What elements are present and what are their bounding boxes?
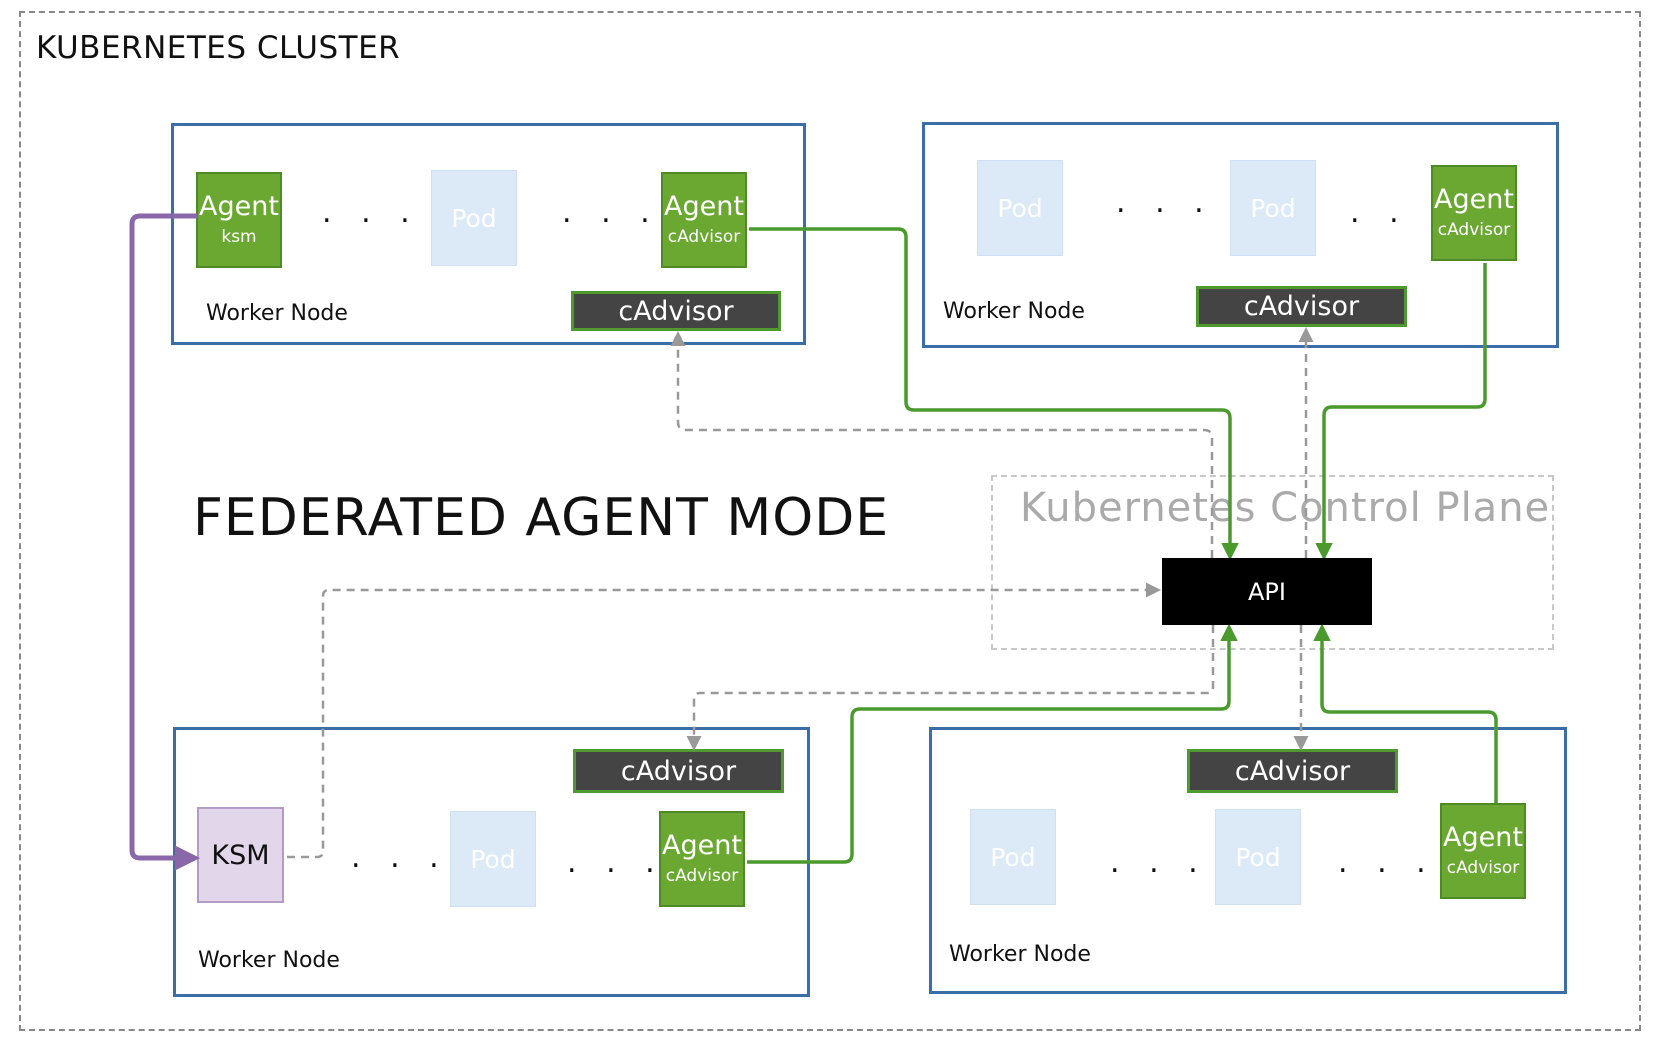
agent-title: Agent — [1443, 822, 1523, 853]
worker-node-label: Worker Node — [198, 948, 340, 973]
control-plane-title: Kubernetes Control Plane — [1020, 485, 1551, 531]
ellipsis: . . . — [1110, 845, 1208, 880]
kubernetes-cluster-boundary — [19, 11, 1641, 1031]
ellipsis: . . . — [567, 845, 665, 880]
pod-box: Pod — [1230, 160, 1316, 256]
pod-box: Pod — [970, 809, 1056, 905]
ellipsis: . . . — [1116, 185, 1214, 220]
agent-cadvisor-box: Agent cAdvisor — [659, 811, 745, 907]
pod-box: Pod — [1215, 809, 1301, 905]
agent-title: Agent — [664, 191, 744, 222]
mode-title: FEDERATED AGENT MODE — [193, 488, 890, 548]
agent-cadvisor-box: Agent cAdvisor — [1440, 803, 1526, 899]
worker-node-label: Worker Node — [943, 299, 1085, 324]
ksm-box: KSM — [197, 807, 284, 903]
worker-node-label: Worker Node — [949, 942, 1091, 967]
control-plane-boundary — [991, 475, 1554, 650]
pod-box: Pod — [450, 811, 536, 907]
cadvisor-box: cAdvisor — [1196, 286, 1407, 327]
pod-box: Pod — [431, 170, 517, 266]
agent-title: Agent — [662, 830, 742, 861]
agent-ksm-title: Agent — [199, 191, 279, 222]
agent-subtitle: cAdvisor — [1446, 858, 1520, 878]
agent-subtitle: cAdvisor — [665, 866, 739, 886]
cadvisor-box: cAdvisor — [1187, 749, 1398, 793]
ellipsis: . . . — [322, 195, 420, 230]
agent-cadvisor-box: Agent cAdvisor — [1431, 165, 1517, 261]
agent-title: Agent — [1434, 184, 1514, 215]
api-box: API — [1162, 558, 1372, 625]
agent-ksm-box: Agent ksm — [196, 172, 282, 268]
cadvisor-box: cAdvisor — [573, 749, 784, 793]
ellipsis: . . . — [562, 195, 660, 230]
pod-box: Pod — [977, 160, 1063, 256]
ellipsis: . . . — [351, 840, 449, 875]
agent-subtitle: cAdvisor — [1437, 220, 1511, 240]
agent-ksm-subtitle: ksm — [221, 227, 257, 247]
agent-cadvisor-box: Agent cAdvisor — [661, 172, 747, 268]
cadvisor-box: cAdvisor — [571, 291, 781, 331]
ellipsis: . . . — [1350, 195, 1448, 230]
agent-subtitle: cAdvisor — [667, 227, 741, 247]
cluster-title: KUBERNETES CLUSTER — [36, 30, 401, 66]
ellipsis: . . . — [1338, 845, 1436, 880]
worker-node-label: Worker Node — [206, 301, 348, 326]
